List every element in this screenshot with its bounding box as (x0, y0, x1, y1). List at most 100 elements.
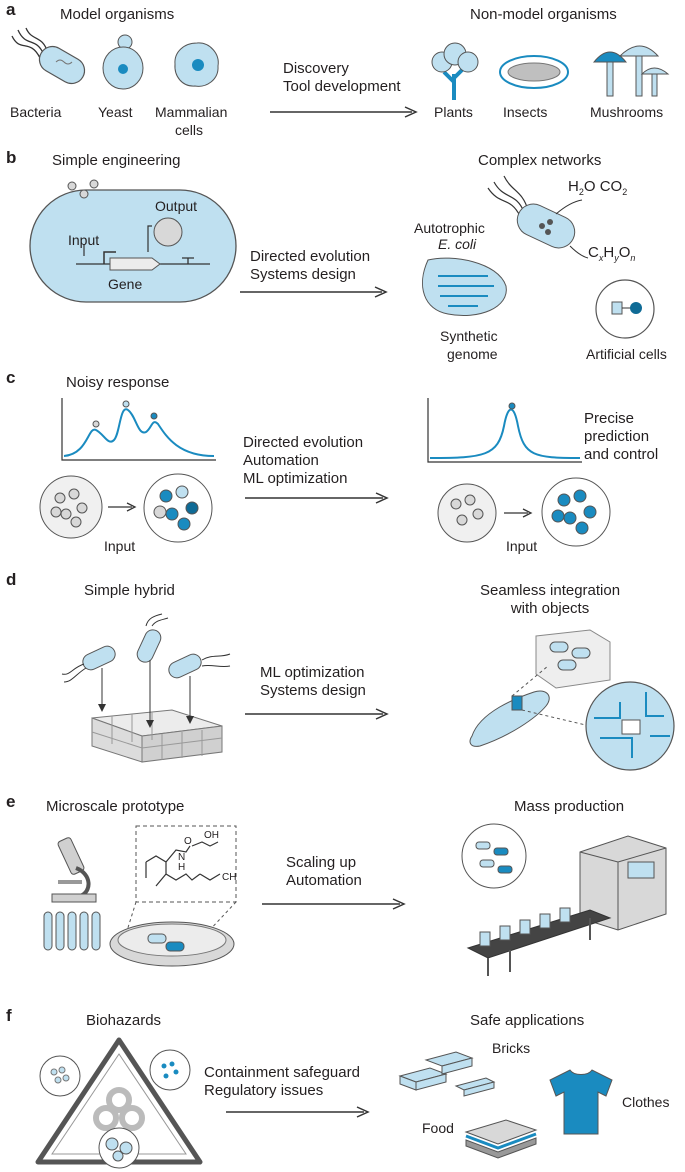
precise-line: Precise (584, 410, 635, 427)
panel-label: e (6, 792, 16, 811)
mid-line: Scaling up (286, 854, 357, 871)
bacteria-label: Bacteria (10, 104, 62, 120)
clothes-illustration (549, 1069, 613, 1135)
chem-oh: OH (204, 830, 219, 841)
mass-production-illustration (461, 823, 667, 976)
noisy-population-right (143, 473, 213, 543)
arrow (262, 898, 406, 910)
chem-sub: 2 (578, 187, 584, 197)
seamless-integration-illustration (469, 629, 675, 771)
panel-label: b (6, 148, 17, 167)
left-title: Simple engineering (52, 152, 181, 169)
chem-ch3: CH (222, 872, 237, 883)
small-arrow (504, 508, 533, 518)
artificial-cells-label: Artificial cells (586, 346, 667, 362)
test-tubes-illustration (43, 911, 101, 951)
precise-population-right (541, 477, 611, 547)
mammalian-cell-illustration (174, 42, 219, 87)
right-title: Mass production (514, 798, 625, 815)
panel-label: f (6, 1006, 12, 1025)
mid-line: Regulatory issues (204, 1082, 324, 1099)
bacteria-illustration (11, 27, 86, 85)
precise-text: Precise prediction and control (584, 410, 658, 464)
mid-text: Scaling up Automation (286, 854, 362, 890)
chem-sub: n (630, 253, 636, 263)
mid-line: Systems design (260, 682, 366, 699)
food-illustration (464, 1119, 538, 1159)
precise-population-left (437, 483, 497, 543)
autotrophic-label: Autotrophic (414, 220, 485, 236)
right-title: Complex networks (478, 152, 602, 169)
chem-h: H (178, 862, 186, 873)
panel-d: d Simple hybrid Seamless integration wit… (0, 570, 685, 780)
panel-label: a (6, 0, 16, 19)
mid-text: Containment safeguard Regulatory issues (204, 1064, 360, 1100)
small-arrow (108, 502, 137, 512)
chem-sub: 2 (622, 187, 628, 197)
synthetic-genome-illustration (422, 257, 507, 317)
mid-text: ML optimization Systems design (260, 664, 366, 700)
genome-label: genome (447, 346, 498, 362)
output-label: Output (155, 198, 198, 214)
right-title-line: with objects (510, 600, 590, 617)
mid-text: Directed evolution Automation ML optimiz… (243, 434, 363, 488)
chem-h2o-co2: H2O CO2 (568, 178, 627, 197)
mushroom-illustration (592, 45, 670, 97)
chem-c: C (588, 244, 599, 261)
food-label: Food (422, 1120, 454, 1136)
chem-o: O (618, 244, 631, 261)
synthetic-label: Synthetic (440, 328, 498, 344)
insect-illustration (499, 55, 569, 89)
engineered-cell-illustration (29, 179, 237, 303)
left-title: Microscale prototype (46, 798, 185, 815)
panel-a: a Model organisms Non-model organisms Ba… (0, 0, 685, 140)
mid-line: Discovery (283, 60, 349, 77)
noisy-population-left (39, 475, 103, 539)
mid-line: Directed evolution (243, 434, 364, 451)
right-title: Non-model organisms (470, 6, 617, 23)
insects-label: Insects (503, 104, 548, 120)
panel-b: b Simple engineering Complex networks Ou… (0, 148, 685, 368)
arrow (226, 1106, 370, 1118)
left-title: Simple hybrid (84, 582, 175, 599)
precise-line: prediction (584, 428, 650, 445)
mushrooms-label: Mushrooms (590, 104, 664, 120)
panel-f: f Biohazards Safe applications Containme… (0, 1006, 685, 1172)
biohazard-triangle-illustration (35, 1037, 203, 1169)
panel-e: e Microscale prototype Mass production O… (0, 792, 685, 982)
yeast-illustration (102, 34, 144, 90)
gene-label: Gene (108, 276, 143, 292)
arrow (245, 708, 389, 720)
precise-line: and control (584, 446, 659, 463)
mid-line: ML optimization (243, 470, 348, 487)
precise-response-curve (427, 398, 582, 463)
right-title: Seamless integration with objects (480, 582, 620, 618)
panel-label: d (6, 570, 17, 589)
arrow (240, 286, 388, 298)
mid-line: Containment safeguard (204, 1064, 360, 1081)
mammalian-label: Mammalian (155, 104, 228, 120)
panel-label: c (6, 368, 16, 387)
left-title: Noisy response (66, 374, 170, 391)
mid-text: Discovery Tool development (283, 60, 401, 96)
simple-hybrid-illustration (61, 613, 231, 763)
right-title-line: Seamless integration (480, 582, 621, 599)
chem-co: CO (599, 178, 623, 195)
artificial-cell-illustration (595, 279, 655, 339)
mid-line: Automation (243, 452, 319, 469)
mid-line: Tool development (283, 78, 401, 95)
mid-line: Directed evolution (250, 248, 371, 265)
mid-line: ML optimization (260, 664, 365, 681)
arrow (270, 106, 418, 118)
mid-line: Systems design (250, 266, 356, 283)
left-title: Biohazards (86, 1012, 162, 1029)
cells-label: cells (175, 122, 204, 138)
mid-text: Directed evolution Systems design (250, 248, 370, 284)
chem-h: H (568, 178, 579, 195)
chem-o: O (184, 836, 192, 847)
microscope-icon (51, 837, 97, 903)
arrow (245, 492, 389, 504)
chem-o: O (583, 178, 596, 195)
chem-sub: x (598, 253, 604, 263)
input-label-right: Input (506, 538, 538, 554)
